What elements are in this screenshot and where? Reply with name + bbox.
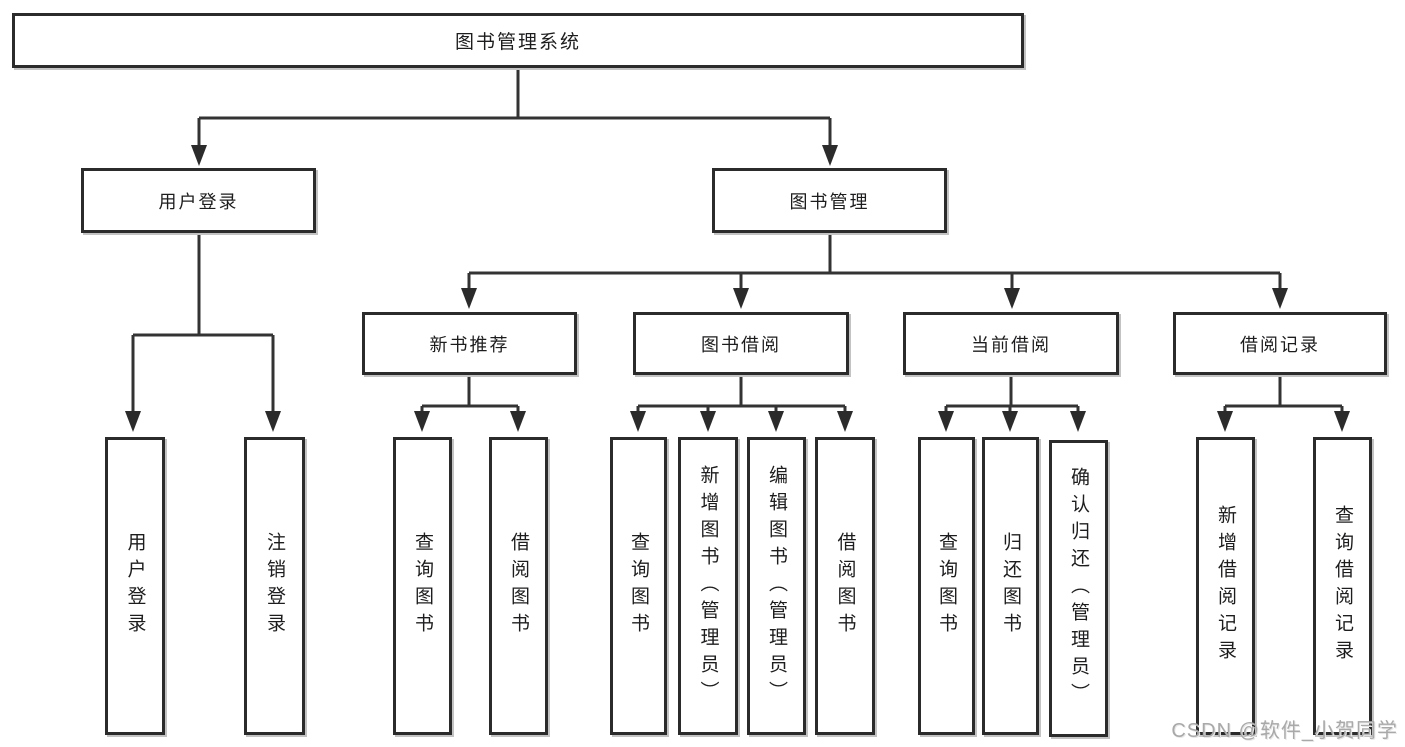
node-new-book-recommend: 新书推荐 bbox=[362, 312, 577, 375]
arrowhead-icons bbox=[125, 145, 1350, 432]
leaf-newbook-borrow-books: 借阅图书 bbox=[489, 437, 548, 735]
leaf-current-confirm-return-admin: 确认归还（管理员） bbox=[1049, 440, 1108, 737]
leaf-current-return-books: 归还图书 bbox=[982, 437, 1039, 735]
leaf-user-login-label: 用户登录 bbox=[124, 532, 146, 640]
leaf-borrow-query-books: 查询图书 bbox=[610, 437, 667, 735]
leaf-records-add-record: 新增借阅记录 bbox=[1196, 437, 1255, 735]
node-root-label: 图书管理系统 bbox=[454, 32, 581, 53]
leaf-borrow-add-books-admin-label: 新增图书（管理员） bbox=[697, 464, 719, 708]
csdn-watermark: CSDN @软件_小贺同学 bbox=[1171, 720, 1398, 742]
node-borrow-records-label: 借阅记录 bbox=[1240, 334, 1320, 355]
leaf-current-query-books: 查询图书 bbox=[918, 437, 975, 735]
node-user-login: 用户登录 bbox=[81, 168, 316, 233]
leaf-newbook-query-books-label: 查询图书 bbox=[412, 532, 433, 640]
node-book-borrowing-label: 图书借阅 bbox=[701, 334, 781, 355]
node-book-borrowing: 图书借阅 bbox=[633, 312, 849, 375]
leaf-logout-label: 注销登录 bbox=[264, 532, 285, 640]
leaf-current-return-books-label: 归还图书 bbox=[1000, 532, 1021, 640]
leaf-records-add-record-label: 新增借阅记录 bbox=[1215, 505, 1236, 667]
node-book-management: 图书管理 bbox=[712, 168, 947, 233]
node-root-system: 图书管理系统 bbox=[12, 13, 1024, 68]
leaf-newbook-query-books: 查询图书 bbox=[393, 437, 452, 735]
leaf-borrow-query-books-label: 查询图书 bbox=[628, 532, 649, 640]
leaf-current-confirm-return-admin-label: 确认归还（管理员） bbox=[1068, 467, 1089, 710]
node-current-borrowing-label: 当前借阅 bbox=[971, 334, 1051, 355]
node-current-borrowing: 当前借阅 bbox=[903, 312, 1119, 375]
leaf-user-login: 用户登录 bbox=[105, 437, 165, 735]
leaf-borrow-borrow-books: 借阅图书 bbox=[815, 437, 875, 735]
leaf-borrow-add-books-admin: 新增图书（管理员） bbox=[678, 437, 738, 735]
node-borrow-records: 借阅记录 bbox=[1173, 312, 1387, 375]
leaf-borrow-borrow-books-label: 借阅图书 bbox=[834, 532, 856, 640]
node-user-login-label: 用户登录 bbox=[158, 191, 239, 212]
leaf-newbook-borrow-books-label: 借阅图书 bbox=[508, 532, 529, 640]
leaf-borrow-edit-books-admin-label: 编辑图书（管理员） bbox=[766, 464, 787, 708]
node-new-book-recommend-label: 新书推荐 bbox=[429, 334, 510, 355]
leaf-borrow-edit-books-admin: 编辑图书（管理员） bbox=[747, 437, 806, 735]
node-book-management-label: 图书管理 bbox=[789, 191, 870, 212]
leaf-current-query-books-label: 查询图书 bbox=[936, 532, 957, 640]
leaf-logout: 注销登录 bbox=[244, 437, 305, 735]
leaf-records-query-record: 查询借阅记录 bbox=[1313, 437, 1372, 735]
leaf-records-query-record-label: 查询借阅记录 bbox=[1332, 505, 1353, 667]
